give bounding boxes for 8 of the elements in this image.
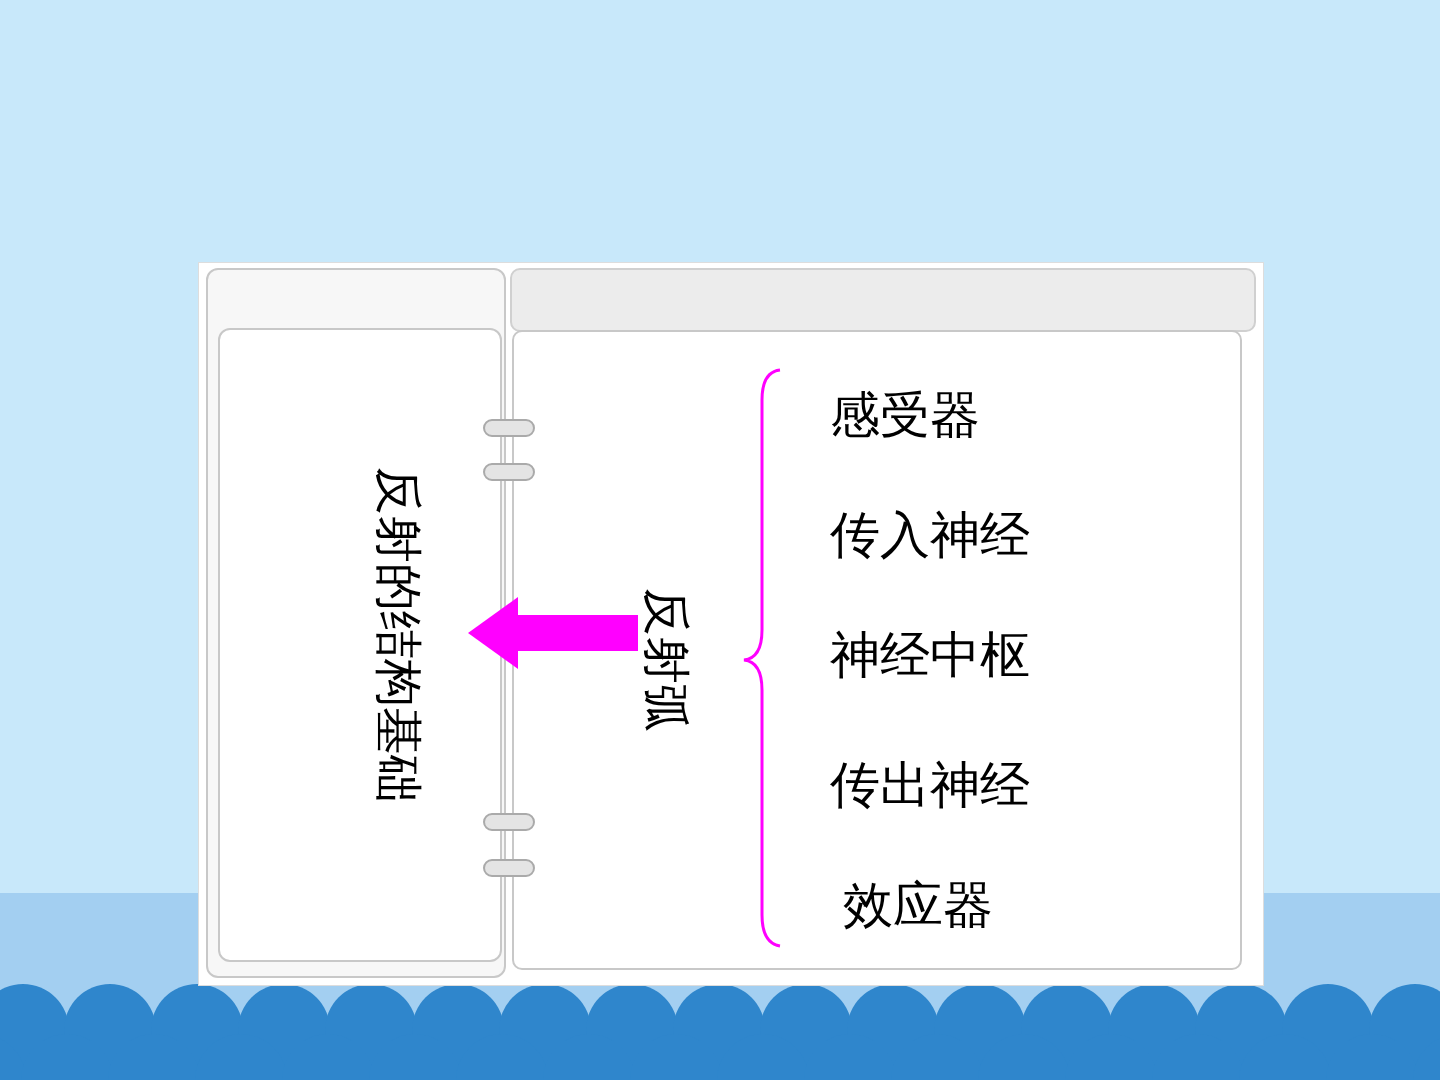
term-label: 传入神经 [830,510,1030,560]
vertical-text-label: 反射的结构基础 [370,467,428,803]
term-label: 效应器 [843,880,993,930]
arrow [468,597,638,669]
term-label: 传出神经 [830,760,1030,810]
term-label: 神经中枢 [830,630,1030,680]
vertical-text-label: 反射弧 [638,588,696,732]
term-label: 感受器 [830,390,980,440]
